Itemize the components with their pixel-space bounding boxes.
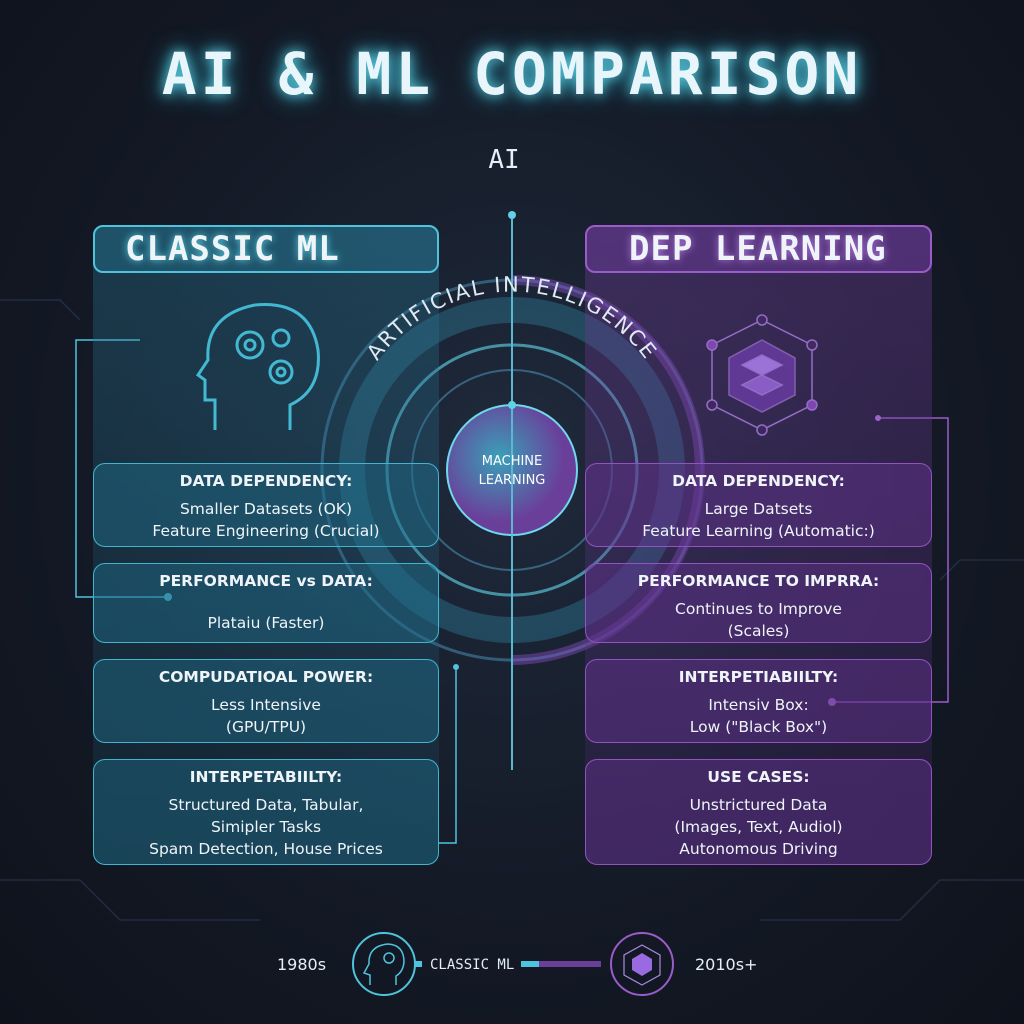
deep-learning-performance-card: PERFORMANCE TO IMPRRA: Continues to Impr… [585, 563, 932, 643]
card-line: Structured Data, Tabular, [168, 796, 364, 814]
timeline-progress-cyan [521, 961, 539, 967]
timeline-start-label: 1980s [277, 955, 327, 974]
classic-ml-interpretability-card: INTERPETABIILTY: Structured Data, Tabula… [93, 759, 439, 865]
card-title: COMPUDATIOAL POWER: [158, 668, 374, 686]
card-title: USE CASES: [707, 768, 810, 786]
deep-learning-data-dependency-card: DATA DEPENDENCY: Large Datsets Feature L… [585, 463, 932, 547]
card-line: (Images, Text, Audiol) [674, 818, 843, 836]
card-line: Low ("Black Box") [689, 718, 828, 736]
deep-learning-heading: DEP LEARNING [585, 225, 932, 273]
card-line: Autonomous Driving [679, 840, 838, 858]
card-title: DATA DEPENDENCY: [179, 472, 353, 490]
card-line: Spam Detection, House Prices [149, 840, 383, 858]
timeline-progress-purple [539, 961, 601, 967]
card-title: PERFORMANCE vs DATA: [159, 572, 373, 590]
timeline-classic-ml-label: CLASSIC ML [430, 957, 515, 973]
deep-learning-use-cases-card: USE CASES: Unstrictured Data (Images, Te… [585, 759, 932, 865]
classic-ml-data-dependency-card: DATA DEPENDENCY: Smaller Datasets (OK) F… [93, 463, 439, 547]
classic-ml-heading: CLASSIC ML [93, 225, 439, 273]
card-line: Intensiv Box: [708, 696, 809, 714]
card-title: INTERPETIABIILTY: [678, 668, 839, 686]
timeline-end-label: 2010s+ [695, 955, 758, 974]
classic-ml-panel [93, 225, 439, 865]
ai-label: AI [488, 145, 520, 175]
card-line: (GPU/TPU) [225, 718, 307, 736]
card-line: Continues to Improve [675, 600, 842, 618]
classic-ml-compute-card: COMPUDATIOAL POWER: Less Intensive (GPU/… [93, 659, 439, 743]
card-line: Large Datsets [704, 500, 813, 518]
card-line: Plataiu (Faster) [207, 614, 325, 632]
timeline [352, 932, 674, 996]
neural-network-cube-icon [706, 314, 818, 436]
timeline-classic-ml-icon [352, 932, 416, 996]
card-line: Less Intensive [211, 696, 321, 714]
timeline-deep-learning-icon [610, 932, 674, 996]
head-gears-icon [195, 303, 320, 430]
card-line: Simipler Tasks [210, 818, 322, 836]
card-line: Smaller Datasets (OK) [179, 500, 353, 518]
page-title: AI & ML COMPARISON [161, 40, 863, 108]
deep-learning-interpretability-card: INTERPETIABIILTY: Intensiv Box: Low ("Bl… [585, 659, 932, 743]
card-line: Feature Learning (Automatic:) [642, 522, 875, 540]
card-line: Feature Engineering (Crucial) [152, 522, 380, 540]
classic-ml-performance-card: PERFORMANCE vs DATA: Plataiu (Faster) [93, 563, 439, 643]
card-title: INTERPETABIILTY: [189, 768, 343, 786]
card-title: PERFORMANCE TO IMPRRA: [637, 572, 880, 590]
circuit-lines [0, 299, 1024, 921]
card-line: (Scales) [727, 622, 790, 640]
card-title: DATA DEPENDENCY: [672, 472, 845, 490]
card-line: Unstrictured Data [689, 796, 828, 814]
